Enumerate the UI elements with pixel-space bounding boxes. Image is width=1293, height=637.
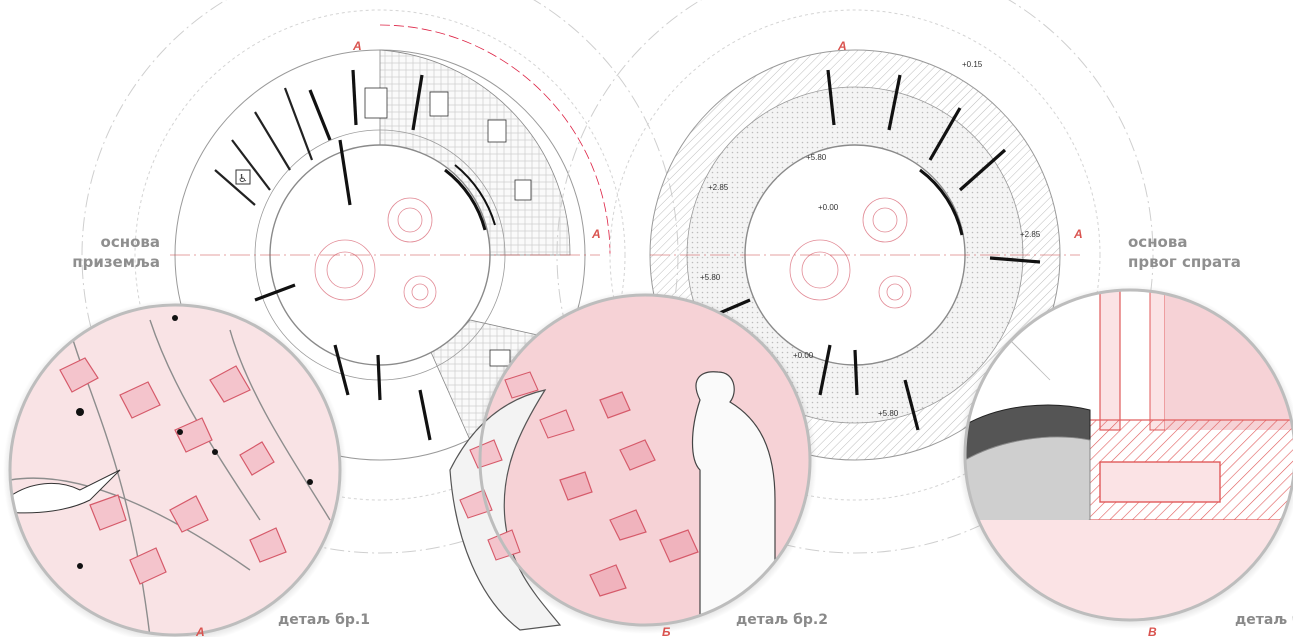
level-marks: +0.15 +5.80 +2.85 +0.00 +2.85 +5.80 +0.0… xyxy=(700,60,1041,418)
ground-floor-caption: основа приземља xyxy=(70,232,160,272)
detail-marker: В xyxy=(1148,625,1157,637)
level-mark: +0.00 xyxy=(793,351,814,360)
section-mark-a: А xyxy=(837,39,847,53)
caption-line: основа xyxy=(100,233,160,251)
detail-3-circle xyxy=(958,285,1293,629)
detail-3-label: детаљ б xyxy=(1235,612,1293,628)
section-mark-a: А xyxy=(352,39,362,53)
level-mark: +5.80 xyxy=(700,273,721,282)
level-mark: +5.80 xyxy=(806,153,827,162)
detail-marker: А xyxy=(195,625,205,637)
svg-text:♿: ♿ xyxy=(238,172,248,185)
detail-markers: А Б В xyxy=(195,625,1157,637)
level-mark: +5.80 xyxy=(878,409,899,418)
first-floor-caption: основа првог спрата xyxy=(1128,232,1288,272)
detail-1-circle xyxy=(3,300,347,637)
level-mark: +0.00 xyxy=(818,203,839,212)
level-mark: +2.85 xyxy=(1020,230,1041,239)
detail-2-label: детаљ бр.2 xyxy=(736,612,828,628)
level-mark: +0.15 xyxy=(962,60,983,69)
detail-1-label: детаљ бр.1 xyxy=(278,612,370,628)
section-mark-a: А xyxy=(591,227,601,241)
level-mark: +2.85 xyxy=(708,183,729,192)
caption-line: приземља xyxy=(72,253,160,271)
caption-line: основа xyxy=(1128,233,1188,251)
detail-2-circle xyxy=(449,290,817,634)
detail-marker: Б xyxy=(662,625,671,637)
caption-line: првог спрата xyxy=(1128,253,1241,271)
section-mark-a: А xyxy=(1073,227,1083,241)
